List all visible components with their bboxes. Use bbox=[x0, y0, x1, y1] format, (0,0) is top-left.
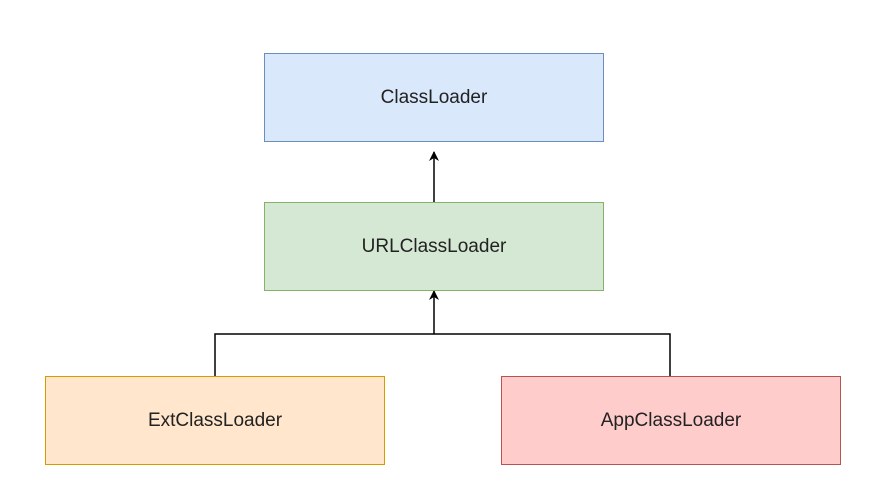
edge-extclassloader-to-urlclassloader bbox=[214, 333, 434, 376]
extclassloader-node: ExtClassLoader bbox=[45, 376, 385, 465]
classloader-node: ClassLoader bbox=[264, 53, 604, 142]
edge-appclassloader-to-urlclassloader bbox=[434, 333, 671, 376]
classloader-label: ClassLoader bbox=[380, 86, 488, 108]
urlclassloader-node: URLClassLoader bbox=[264, 202, 604, 291]
appclassloader-node: AppClassLoader bbox=[501, 376, 841, 465]
appclassloader-label: AppClassLoader bbox=[600, 409, 742, 431]
extclassloader-label: ExtClassLoader bbox=[147, 409, 283, 431]
urlclassloader-label: URLClassLoader bbox=[361, 235, 507, 257]
